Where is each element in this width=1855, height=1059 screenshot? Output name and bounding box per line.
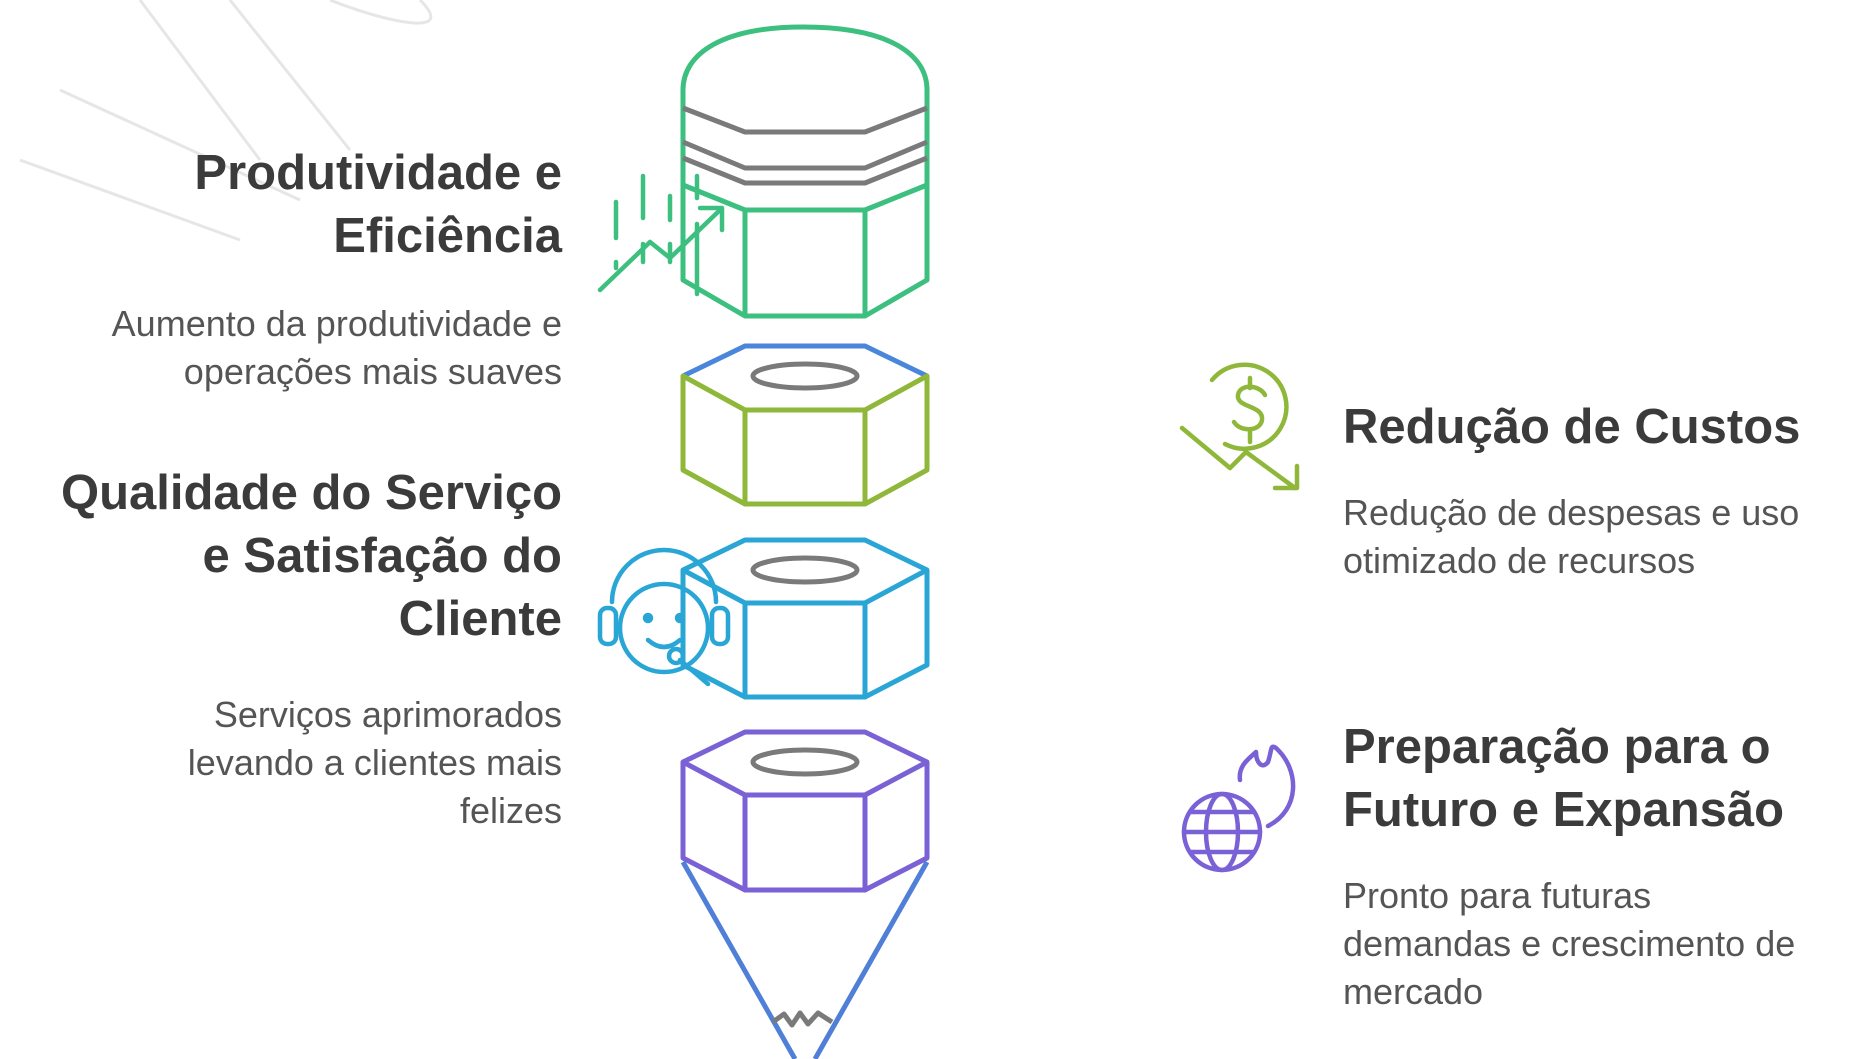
quality-desc-line-1: Serviços aprimorados	[213, 694, 562, 735]
ferrule-band-2	[682, 139, 928, 171]
productivity-desc-line-2: operações mais suaves	[183, 351, 562, 392]
support-agent-icon	[597, 547, 731, 687]
costs-description: Redução de despesas e uso otimizado de r…	[1343, 489, 1843, 585]
eraser-dome	[680, 24, 930, 319]
quality-desc-line-2: levando a clientes mais	[187, 742, 562, 783]
quality-description: Serviços aprimorados levando a clientes …	[2, 691, 562, 835]
quality-title-line-3: Cliente	[398, 592, 562, 646]
pencil-segment-quality	[680, 537, 930, 700]
ferrule-band-3	[682, 155, 928, 186]
productivity-title-line-1: Produtividade e	[194, 146, 562, 200]
productivity-desc-line-1: Aumento da produtividade e	[111, 303, 562, 344]
quality-title: Qualidade do Serviço e Satisfação do Cli…	[2, 462, 562, 651]
ferrule-band-1	[682, 105, 928, 135]
future-description: Pronto para futuras demandas e crescimen…	[1343, 872, 1843, 1016]
pencil-eraser	[680, 24, 930, 319]
quality-title-line-2: e Satisfação do	[202, 529, 562, 583]
globe-fire-icon	[1181, 744, 1296, 873]
quality-block: Qualidade do Serviço e Satisfação do Cli…	[2, 462, 562, 835]
costs-title: Redução de Custos	[1343, 396, 1843, 459]
future-title-line-2: Futuro e Expansão	[1343, 783, 1785, 837]
future-desc-line-2: demandas e crescimento de	[1343, 923, 1796, 964]
watermark-sketch	[19, 0, 433, 242]
future-desc-line-3: mercado	[1343, 971, 1484, 1012]
quality-title-line-1: Qualidade do Serviço	[60, 466, 562, 520]
ferrule-band-4	[682, 182, 928, 213]
costs-block: Redução de Custos Redução de despesas e …	[1343, 396, 1843, 585]
costs-desc-line-2: otimizado de recursos	[1343, 540, 1696, 581]
quality-desc-line-3: felizes	[459, 790, 562, 831]
growth-chart-icon	[597, 173, 725, 297]
productivity-description: Aumento da produtividade e operações mai…	[2, 300, 562, 396]
future-desc-line-1: Pronto para futuras	[1343, 875, 1652, 916]
pencil-tip	[680, 860, 930, 1059]
dollar-down-icon	[1179, 362, 1300, 491]
productivity-block: Produtividade e Eficiência Aumento da pr…	[2, 142, 562, 396]
costs-desc-line-1: Redução de despesas e uso	[1343, 492, 1800, 533]
future-title: Preparação para o Futuro e Expansão	[1343, 716, 1843, 842]
costs-title-line-1: Redução de Custos	[1343, 400, 1801, 454]
pencil-segment-future	[680, 729, 930, 893]
productivity-title-line-2: Eficiência	[333, 209, 562, 263]
future-block: Preparação para o Futuro e Expansão Pron…	[1343, 716, 1843, 1016]
pencil-segment-costs	[680, 343, 930, 507]
productivity-title: Produtividade e Eficiência	[2, 142, 562, 268]
future-title-line-1: Preparação para o	[1343, 720, 1771, 774]
